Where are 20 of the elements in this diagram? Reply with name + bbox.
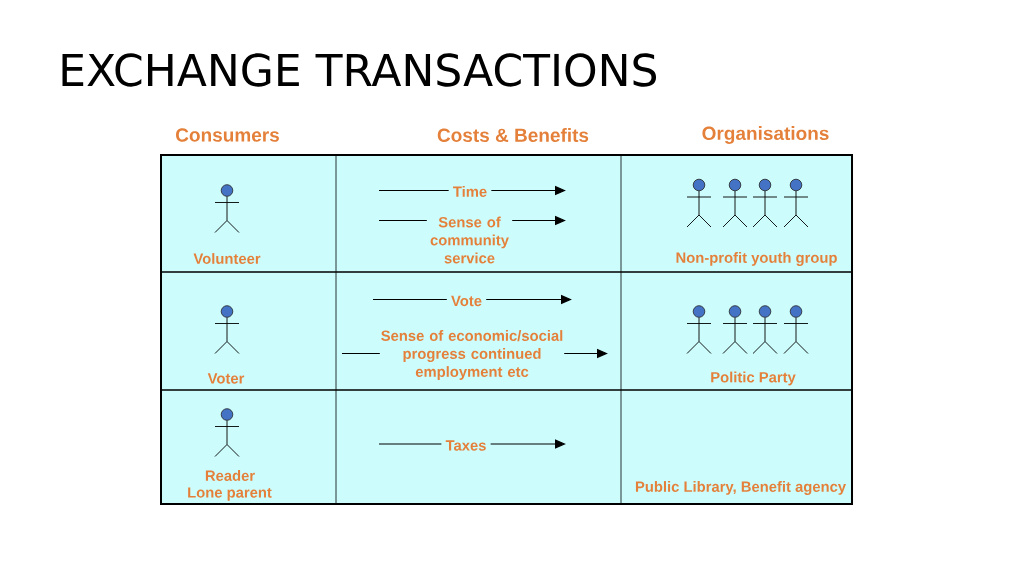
line <box>372 298 448 301</box>
column-header: Consumers <box>176 128 279 142</box>
column-header: Organisations <box>702 126 829 144</box>
table-cell: Volunteer <box>161 155 336 272</box>
line <box>378 189 450 192</box>
column-header: Costs & Benefits <box>437 128 589 142</box>
arrow-label: Sense of economic/social progress continued employment etc <box>381 330 563 380</box>
table-cell: Reader Lone parent <box>161 390 336 504</box>
line <box>378 219 428 222</box>
arrow-label: Sense of community service <box>430 216 509 264</box>
table-cell: Non-profit youth group <box>621 155 852 272</box>
table-cell: Politic Party <box>621 272 852 390</box>
title: EXCHANGE TRANSACTIONS <box>62 53 657 87</box>
table-cell: Public Library, Benefit agency <box>621 390 852 504</box>
line <box>378 443 442 445</box>
line <box>341 352 381 355</box>
arrow-label: Taxes <box>445 440 486 451</box>
table-cell: Voter <box>161 272 336 390</box>
arrow-label: Time <box>453 186 487 197</box>
arrow-label: Vote <box>451 295 482 307</box>
